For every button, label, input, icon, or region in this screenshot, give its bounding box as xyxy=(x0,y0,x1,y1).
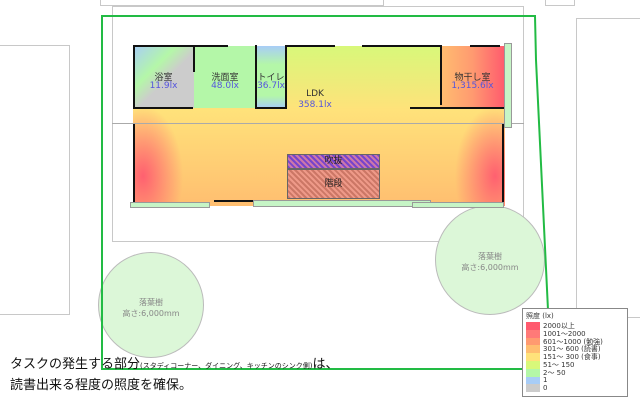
legend-swatch xyxy=(526,368,540,377)
wall xyxy=(193,45,195,72)
wall xyxy=(133,107,193,109)
legend-item: 0 xyxy=(523,384,627,392)
legend-item: 2～ 50 xyxy=(523,369,627,377)
neighbor-building-left xyxy=(0,45,70,315)
tree: 落葉樹 高さ:6,000mm xyxy=(435,205,545,315)
wall xyxy=(214,200,289,202)
legend-swatch xyxy=(526,345,540,354)
room-toilet: トイレ 36.7lx xyxy=(256,46,286,108)
window xyxy=(253,200,431,207)
tree: 落葉樹 高さ:6,000mm xyxy=(98,252,204,358)
wall xyxy=(133,124,135,206)
neighbor-building-topright xyxy=(545,0,575,6)
legend-item: 1001～2000 xyxy=(523,330,627,338)
window xyxy=(130,202,210,208)
legend-label: 1001～2000 xyxy=(543,329,586,338)
wall xyxy=(133,45,228,47)
room-drying: 物干し室 1,315.6lx xyxy=(440,46,505,108)
void-area: 吹抜 xyxy=(287,154,380,169)
wall xyxy=(410,107,505,109)
legend-label: 51～ 150 xyxy=(543,360,575,369)
legend-swatch xyxy=(526,384,540,393)
legend-item: 601～1000 (勉強) xyxy=(523,338,627,346)
legend-swatch xyxy=(526,329,540,338)
wall xyxy=(133,45,135,109)
legend-swatch xyxy=(526,322,540,330)
legend-label: 301～ 600 (読書) xyxy=(543,345,601,354)
wall xyxy=(470,45,500,47)
wall xyxy=(502,124,504,206)
window xyxy=(504,43,512,128)
window xyxy=(412,202,504,208)
caption: タスクの発生する部分(スタディコーナー、ダイニング、キッチンのシンク側)は、 読… xyxy=(10,357,339,393)
legend-label: 2～ 50 xyxy=(543,368,566,377)
legend-label: 0 xyxy=(543,384,548,393)
neighbor-building-top xyxy=(100,0,384,6)
legend-label: 601～1000 (勉強) xyxy=(543,337,603,346)
legend-swatch xyxy=(526,376,540,385)
legend-item: 1 xyxy=(523,376,627,385)
legend-swatch xyxy=(526,337,540,346)
legend-label: 2000以上 xyxy=(543,321,575,330)
legend-swatch xyxy=(526,360,540,369)
legend-swatch xyxy=(526,353,540,361)
floor-divider xyxy=(112,123,524,124)
legend-item: 151～ 300 (食事) xyxy=(523,353,627,361)
wall xyxy=(440,45,442,105)
legend-item: 301～ 600 (読書) xyxy=(523,345,627,353)
ldk-lux: 358.1lx xyxy=(298,100,332,110)
lot-outline xyxy=(112,6,524,242)
wall xyxy=(255,45,257,109)
wall xyxy=(285,45,335,47)
legend-item: 2000以上 xyxy=(523,322,627,330)
wall xyxy=(285,45,287,109)
ldk-label: LDK xyxy=(306,89,324,99)
stairs: 階段 xyxy=(287,169,380,199)
room-bath: 浴室 11.9lx xyxy=(133,46,194,108)
legend-item: 51～ 150 xyxy=(523,361,627,369)
legend-label: 1 xyxy=(543,376,548,385)
legend-label: 151～ 300 (食事) xyxy=(543,353,601,362)
wall xyxy=(362,45,442,47)
room-washroom: 洗面室 48.0lx xyxy=(194,46,256,108)
wall xyxy=(255,107,287,109)
